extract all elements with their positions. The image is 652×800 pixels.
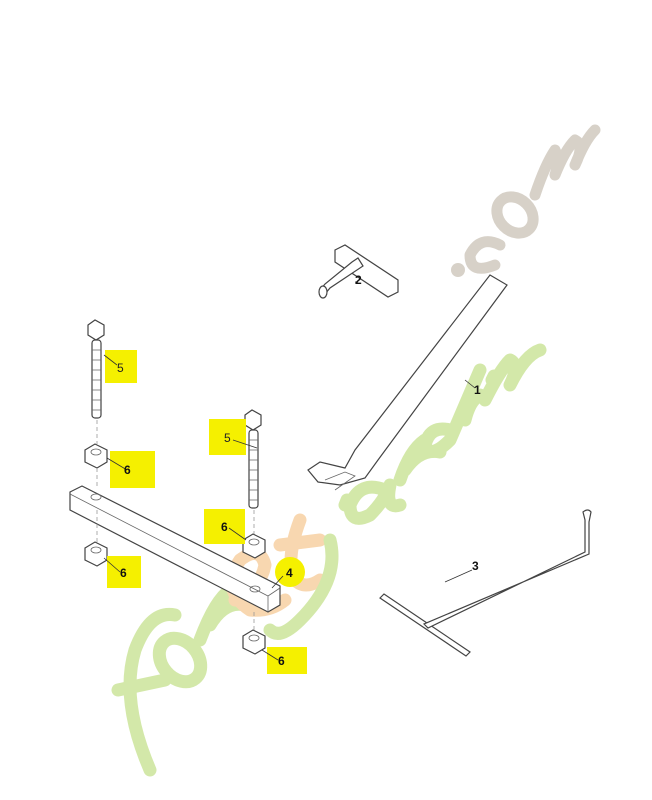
nut [84, 443, 108, 469]
leader-lines [103, 281, 476, 661]
callout-highlights [105, 350, 307, 674]
part-6-nuts [84, 443, 266, 655]
nut [84, 541, 108, 567]
part-4-bar [69, 485, 281, 613]
part-1-lever [307, 274, 508, 491]
callout-6-upper-left: 6 [124, 463, 131, 477]
callout-6-lower-right: 6 [278, 654, 285, 668]
callout-5-right: 5 [224, 431, 231, 445]
part-2-t-bolt [318, 244, 399, 299]
callout-5-left: 5 [117, 361, 124, 375]
callout-1: 1 [474, 383, 481, 397]
part-5-bolt-right [244, 409, 262, 509]
callout-4: 4 [286, 566, 293, 580]
part-3-t-hook [379, 509, 592, 657]
nut [242, 533, 266, 559]
callout-6-upper-right: 6 [221, 520, 228, 534]
callout-6-lower-left: 6 [120, 566, 127, 580]
part-5-bolt-left [87, 319, 105, 419]
nut [242, 629, 266, 655]
callout-3: 3 [472, 559, 479, 573]
assembly-lines [96, 420, 255, 630]
callout-2: 2 [355, 273, 362, 287]
